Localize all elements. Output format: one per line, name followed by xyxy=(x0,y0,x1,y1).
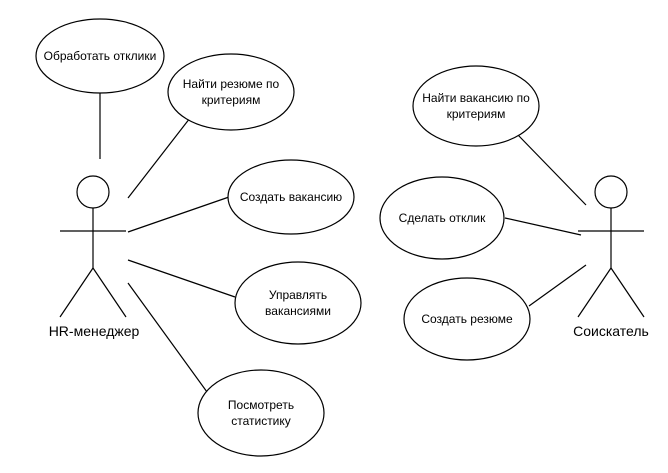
use-case-respond: Сделать отклик xyxy=(379,176,505,260)
use-case-find_resume: Найти резюме по критериям xyxy=(167,53,295,131)
association-line xyxy=(528,264,587,307)
use-case-label: Обработать отклики xyxy=(44,49,157,63)
actor-leg-left xyxy=(577,267,612,318)
use-case-label: Управлять xyxy=(269,288,327,302)
use-case-label: Создать резюме xyxy=(421,312,513,326)
use-case-process: Обработать отклики xyxy=(35,18,165,94)
use-case-label: Посмотреть xyxy=(228,398,294,412)
use-case-label: вакансиями xyxy=(265,304,331,318)
use-case-label: статистику xyxy=(231,414,291,428)
use-case-ellipse xyxy=(412,65,540,147)
association-line xyxy=(127,259,236,298)
actor-leg-left xyxy=(59,267,94,318)
actor-hr: HR-менеджер xyxy=(49,175,140,339)
use-case-ellipse xyxy=(227,159,355,235)
use-case-ellipse xyxy=(35,18,165,94)
use-case-label: Создать вакансию xyxy=(240,190,342,204)
actor-leg-right xyxy=(610,267,645,318)
actor-head xyxy=(594,175,628,209)
actor-leg-right xyxy=(92,267,127,318)
association-line xyxy=(127,196,230,233)
use-case-ellipse xyxy=(167,53,295,131)
use-case-label: критериям xyxy=(447,107,506,121)
use-case-find_vacancy: Найти вакансию по критериям xyxy=(412,65,540,147)
use-case-ellipse xyxy=(197,369,325,457)
use-case-create_vacancy: Создать вакансию xyxy=(227,159,355,235)
use-case-label: Сделать отклик xyxy=(399,211,486,225)
actor-label: Соискатель xyxy=(573,323,649,339)
use-case-create_resume: Создать резюме xyxy=(403,277,531,361)
use-case-stats: Посмотреть статистику xyxy=(197,369,325,457)
actors: HR-менеджер Соискатель xyxy=(49,175,649,339)
use-case-label: Найти резюме по xyxy=(183,77,280,91)
use-case-ellipse xyxy=(234,261,362,345)
association-line xyxy=(127,117,191,199)
use-case-ellipse xyxy=(403,277,531,361)
actor-seeker: Соискатель xyxy=(573,175,649,339)
use-case-label: Найти вакансию по xyxy=(422,91,530,105)
associations xyxy=(99,93,587,404)
actor-head xyxy=(76,175,110,209)
association-line xyxy=(504,217,582,236)
use-case-manage: Управлять вакансиями xyxy=(234,261,362,345)
association-line xyxy=(127,282,216,404)
actor-label: HR-менеджер xyxy=(49,323,140,339)
use-case-label: критериям xyxy=(202,93,261,107)
use-case-ellipse xyxy=(379,176,505,260)
association-line xyxy=(517,134,587,206)
